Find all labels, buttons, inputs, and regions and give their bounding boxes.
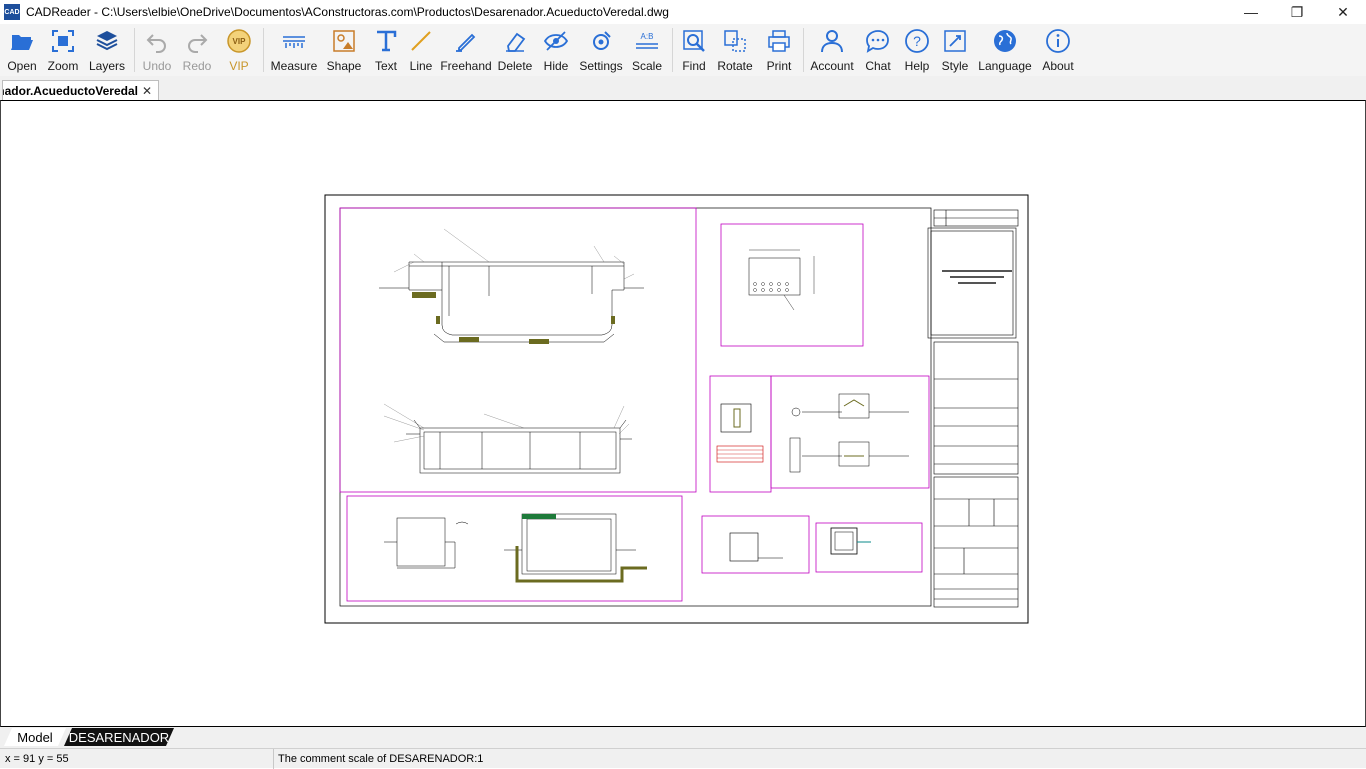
layout-tab-model[interactable]: Model xyxy=(4,728,66,746)
vip-button[interactable]: VIP VIP xyxy=(219,24,259,76)
rotate-label: Rotate xyxy=(717,59,753,73)
line-tool-icon xyxy=(411,31,431,51)
drawing-canvas[interactable] xyxy=(0,100,1366,727)
close-tab-icon[interactable]: ✕ xyxy=(142,83,153,98)
zoom-extents-icon xyxy=(52,30,74,52)
svg-text:VIP: VIP xyxy=(233,37,247,46)
style-label: Style xyxy=(941,59,969,73)
status-message: The comment scale of DESARENADOR:1 xyxy=(278,752,484,765)
about-label: About xyxy=(1042,59,1074,73)
toolbar-separator xyxy=(263,28,264,72)
eye-hidden-icon xyxy=(543,31,569,51)
scale-label: Scale xyxy=(631,59,663,73)
cad-drawing-sheet xyxy=(324,194,1029,624)
text-tool-icon xyxy=(377,30,397,52)
vip-badge-icon: VIP xyxy=(227,29,251,53)
find-button[interactable]: Find xyxy=(677,24,711,76)
status-bar: x = 91 y = 55 The comment scale of DESAR… xyxy=(0,748,1366,769)
layers-label: Layers xyxy=(88,59,126,73)
redo-icon xyxy=(188,34,208,53)
zoom-button[interactable]: Zoom xyxy=(42,24,84,76)
toolbar-separator xyxy=(134,28,135,72)
settings-label: Settings xyxy=(579,59,623,73)
vip-label: VIP xyxy=(229,59,249,73)
undo-label: Undo xyxy=(142,59,172,73)
pen-icon xyxy=(456,33,476,52)
help-icon: ? xyxy=(905,29,929,53)
style-button[interactable]: Style xyxy=(934,24,976,76)
zoom-label: Zoom xyxy=(47,59,79,73)
toolbar-separator xyxy=(803,28,804,72)
open-label: Open xyxy=(7,59,37,73)
line-button[interactable]: Line xyxy=(404,24,438,76)
layout-tab-bar: Model DESARENADOR xyxy=(0,727,1366,748)
main-toolbar: Open Zoom Layers Undo Redo VIP VIP Measu… xyxy=(0,24,1366,76)
maximize-button[interactable]: ❐ xyxy=(1290,3,1304,20)
redo-label: Redo xyxy=(182,59,212,73)
chat-label: Chat xyxy=(865,59,891,73)
title-bar: CAD CADReader - C:\Users\elbie\OneDrive\… xyxy=(0,0,1366,24)
minimize-button[interactable]: — xyxy=(1244,4,1258,20)
layers-icon xyxy=(96,31,118,51)
user-icon xyxy=(821,30,843,53)
print-label: Print xyxy=(766,59,792,73)
info-icon xyxy=(1046,29,1070,53)
document-tab[interactable]: Desarenador.AcueductoVeredal ✕ xyxy=(2,80,159,100)
layers-button[interactable]: Layers xyxy=(84,24,130,76)
scale-icon: A:B xyxy=(636,32,658,49)
rotate-button[interactable]: Rotate xyxy=(711,24,759,76)
cursor-coordinates: x = 91 y = 55 xyxy=(0,748,274,769)
folder-open-icon xyxy=(11,35,33,50)
open-button[interactable]: Open xyxy=(2,24,42,76)
hide-label: Hide xyxy=(543,59,569,73)
freehand-button[interactable]: Freehand xyxy=(438,24,494,76)
ruler-icon xyxy=(283,36,305,48)
help-button[interactable]: ? Help xyxy=(900,24,934,76)
delete-button[interactable]: Delete xyxy=(494,24,536,76)
shape-icon xyxy=(333,30,355,52)
eraser-icon xyxy=(506,32,526,52)
document-tab-label: Desarenador.AcueductoVeredal xyxy=(3,83,138,98)
find-label: Find xyxy=(682,59,706,73)
undo-button[interactable]: Undo xyxy=(139,24,175,76)
svg-text:A:B: A:B xyxy=(641,32,654,41)
measure-label: Measure xyxy=(270,59,318,73)
document-tab-bar: Desarenador.AcueductoVeredal ✕ xyxy=(0,76,1366,100)
close-window-button[interactable]: ✕ xyxy=(1337,3,1349,20)
shape-label: Shape xyxy=(326,59,362,73)
about-button[interactable]: About xyxy=(1034,24,1082,76)
settings-button[interactable]: Settings xyxy=(576,24,626,76)
redo-button[interactable]: Redo xyxy=(175,24,219,76)
chat-bubble-icon xyxy=(866,30,889,53)
window-title: CADReader - C:\Users\elbie\OneDrive\Docu… xyxy=(26,5,669,19)
find-icon xyxy=(683,30,705,52)
settings-icon xyxy=(593,31,611,50)
text-button[interactable]: Text xyxy=(368,24,404,76)
account-button[interactable]: Account xyxy=(808,24,856,76)
shape-button[interactable]: Shape xyxy=(320,24,368,76)
language-button[interactable]: Language xyxy=(976,24,1034,76)
freehand-label: Freehand xyxy=(440,59,492,73)
chat-button[interactable]: Chat xyxy=(856,24,900,76)
svg-text:?: ? xyxy=(913,33,921,49)
language-label: Language xyxy=(978,59,1032,73)
layout-tab-desarenador[interactable]: DESARENADOR xyxy=(64,728,174,746)
printer-icon xyxy=(768,30,790,52)
text-label: Text xyxy=(374,59,397,73)
scale-button[interactable]: A:B Scale xyxy=(626,24,668,76)
undo-icon xyxy=(146,34,166,53)
measure-button[interactable]: Measure xyxy=(268,24,320,76)
hide-button[interactable]: Hide xyxy=(536,24,576,76)
style-icon xyxy=(944,30,966,52)
globe-icon xyxy=(994,30,1016,52)
rotate-icon xyxy=(724,30,746,52)
app-icon: CAD xyxy=(4,4,20,20)
print-button[interactable]: Print xyxy=(759,24,799,76)
help-label: Help xyxy=(904,59,930,73)
line-label: Line xyxy=(409,59,433,73)
toolbar-separator xyxy=(672,28,673,72)
account-label: Account xyxy=(810,59,854,73)
delete-label: Delete xyxy=(497,59,533,73)
